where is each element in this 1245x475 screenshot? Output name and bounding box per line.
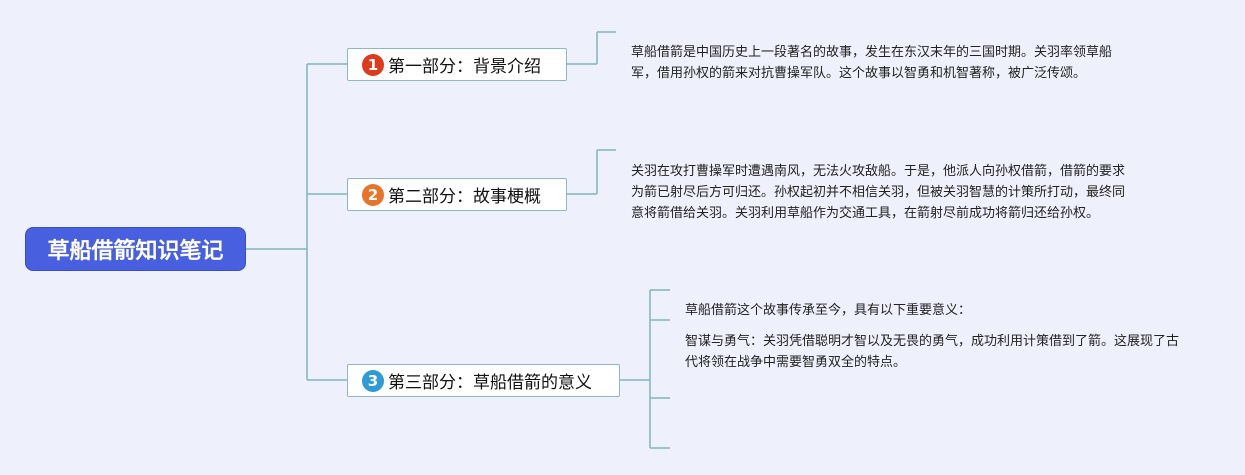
number-badge-2: 2 [362,183,384,206]
branch-label-1: 第一部分：背景介绍 [388,57,541,77]
branch-label-3: 第三部分：草船借箭的意义 [388,373,592,393]
branch-node-3[interactable]: 3 第三部分：草船借箭的意义 [347,364,620,397]
note-synopsis: 关羽在攻打曹操军时遭遇南风，无法火攻敌船。于是，他派人向孙权借箭，借箭的要求为箭… [631,164,1126,221]
note-background: 草船借箭是中国历史上一段著名的故事，发生在东汉末年的三国时期。关羽率领草船军，借… [631,45,1113,81]
number-badge-3: 3 [362,369,384,392]
branch-node-2[interactable]: 2 第二部分：故事梗概 [347,178,567,211]
number-badge-1: 1 [362,53,384,76]
branch-label-2: 第二部分：故事梗概 [388,187,541,207]
note-significance-wisdom-courage: 智谋与勇气：关羽凭借聪明才智以及无畏的勇气，成功利用计策借到了箭。这展现了古代将… [685,334,1180,370]
root-node[interactable]: 草船借箭知识笔记 [25,227,246,271]
branch-node-1[interactable]: 1 第一部分：背景介绍 [347,48,567,81]
root-label: 草船借箭知识笔记 [47,239,224,264]
note-significance-intro: 草船借箭这个故事传承至今，具有以下重要意义： [685,303,972,318]
